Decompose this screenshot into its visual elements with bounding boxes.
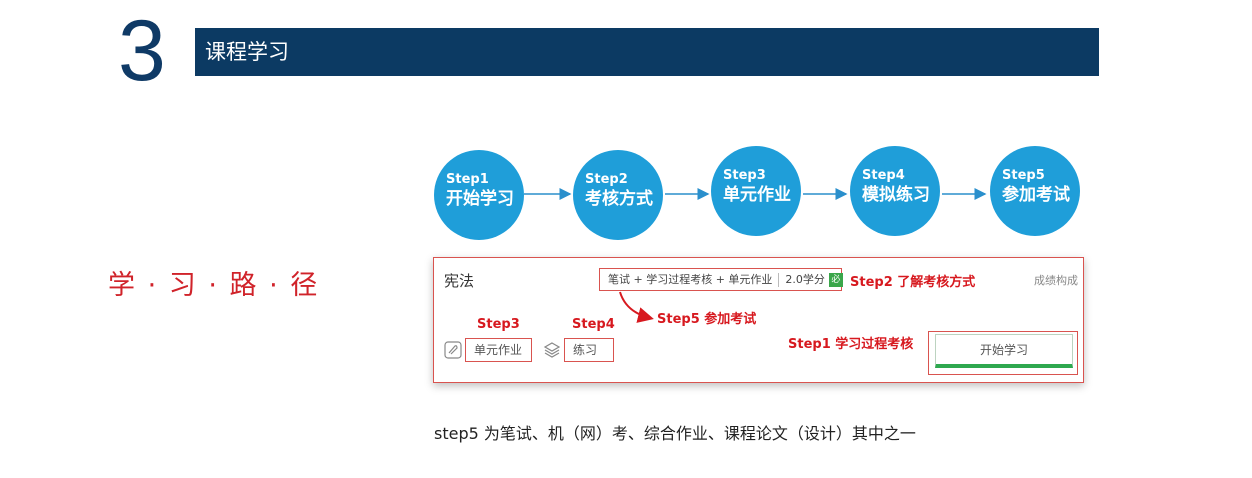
step-label: 开始学习 bbox=[446, 189, 514, 209]
start-button-frame bbox=[928, 331, 1078, 375]
step-flow: Step1 开始学习 Step2 考核方式 Step3 单元作业 Step4 模… bbox=[434, 146, 1080, 240]
assessment-info: 笔试 + 学习过程考核 + 单元作业 2.0学分必 bbox=[599, 268, 843, 291]
step-circle-2: Step2 考核方式 bbox=[573, 150, 663, 240]
section-title-bar: 课程学习 bbox=[195, 28, 1099, 76]
step-label: 单元作业 bbox=[723, 185, 791, 205]
step-label: 参加考试 bbox=[1002, 185, 1070, 205]
annotation-step4: Step4 bbox=[572, 317, 615, 332]
step-circle-5: Step5 参加考试 bbox=[990, 146, 1080, 236]
learning-path-label: 学 · 习 · 路 · 径 bbox=[108, 270, 320, 301]
footnote: step5 为笔试、机（网）考、综合作业、课程论文（设计）其中之一 bbox=[434, 424, 916, 443]
step-label: 模拟练习 bbox=[862, 185, 930, 205]
unit-homework-button[interactable]: 单元作业 bbox=[465, 338, 532, 362]
step-number: Step3 bbox=[723, 168, 766, 183]
section-number: 3 bbox=[118, 3, 166, 99]
step-arrows bbox=[524, 188, 987, 200]
annotation-step1: Step1 学习过程考核 bbox=[788, 337, 914, 352]
annotation-step5: Step5 参加考试 bbox=[657, 312, 757, 327]
step-number: Step5 bbox=[1002, 168, 1045, 183]
annotation-step3: Step3 bbox=[477, 317, 520, 332]
step-label: 考核方式 bbox=[585, 189, 653, 209]
required-badge: 必 bbox=[828, 273, 843, 287]
step-circle-3: Step3 单元作业 bbox=[711, 146, 801, 236]
annotation-step2: Step2 了解考核方式 bbox=[850, 275, 976, 290]
pencil-clip-icon bbox=[444, 341, 462, 359]
course-name: 宪法 bbox=[444, 272, 475, 290]
step5-pointer-arrow bbox=[619, 291, 654, 323]
start-learning-button[interactable]: 开始学习 bbox=[935, 334, 1073, 368]
step-circle-1: Step1 开始学习 bbox=[434, 150, 524, 240]
step-circle-4: Step4 模拟练习 bbox=[850, 146, 940, 236]
divider bbox=[778, 273, 780, 287]
step-number: Step4 bbox=[862, 168, 905, 183]
step-number: Step1 bbox=[446, 172, 489, 187]
practice-button[interactable]: 练习 bbox=[564, 338, 614, 362]
credits: 2.0学分 bbox=[785, 273, 825, 286]
step-number: Step2 bbox=[585, 172, 628, 187]
layers-icon bbox=[543, 342, 561, 358]
score-composition-link[interactable]: 成绩构成 bbox=[1034, 274, 1078, 287]
assessment-method: 笔试 + 学习过程考核 + 单元作业 bbox=[608, 273, 773, 286]
